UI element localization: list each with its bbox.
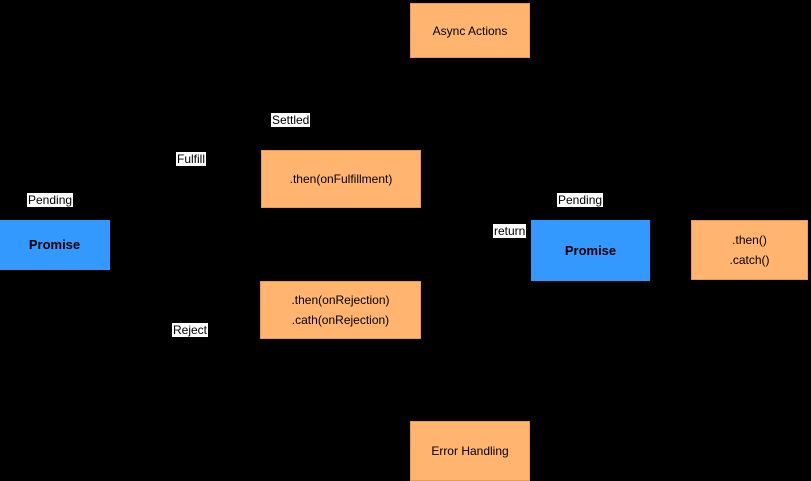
node-then-catch: .then() .catch() [691,220,808,280]
node-label: .then(onFulfillment) [289,172,393,186]
edge-label-settled: Settled [271,113,311,127]
edge-label-pending-left: Pending [27,193,74,207]
node-then-onrejection: .then(onRejection) .cath(onRejection) [260,281,421,339]
edge-label-pending-right: Pending [557,193,604,207]
node-label: Promise [28,237,81,252]
node-error-handling: Error Handling [410,421,530,481]
node-promise-left: Promise [0,220,110,270]
node-label: Async Actions [432,23,508,38]
edge-label-reject: Reject [172,323,209,337]
node-then-onfulfillment: .then(onFulfillment) [261,150,421,208]
edge-label-return: return [493,224,527,238]
node-promise-right: Promise [531,220,650,281]
node-label-line1: .then() [732,233,767,247]
edge-label-fulfill: Fulfill [176,152,207,166]
node-async-actions: Async Actions [410,3,530,58]
node-label: Promise [564,242,617,258]
node-label-line1: .then(onRejection) [291,293,390,307]
node-label: Error Handling [431,444,509,458]
node-label-line2: .cath(onRejection) [291,313,390,327]
node-label-line2: .catch() [729,253,770,267]
